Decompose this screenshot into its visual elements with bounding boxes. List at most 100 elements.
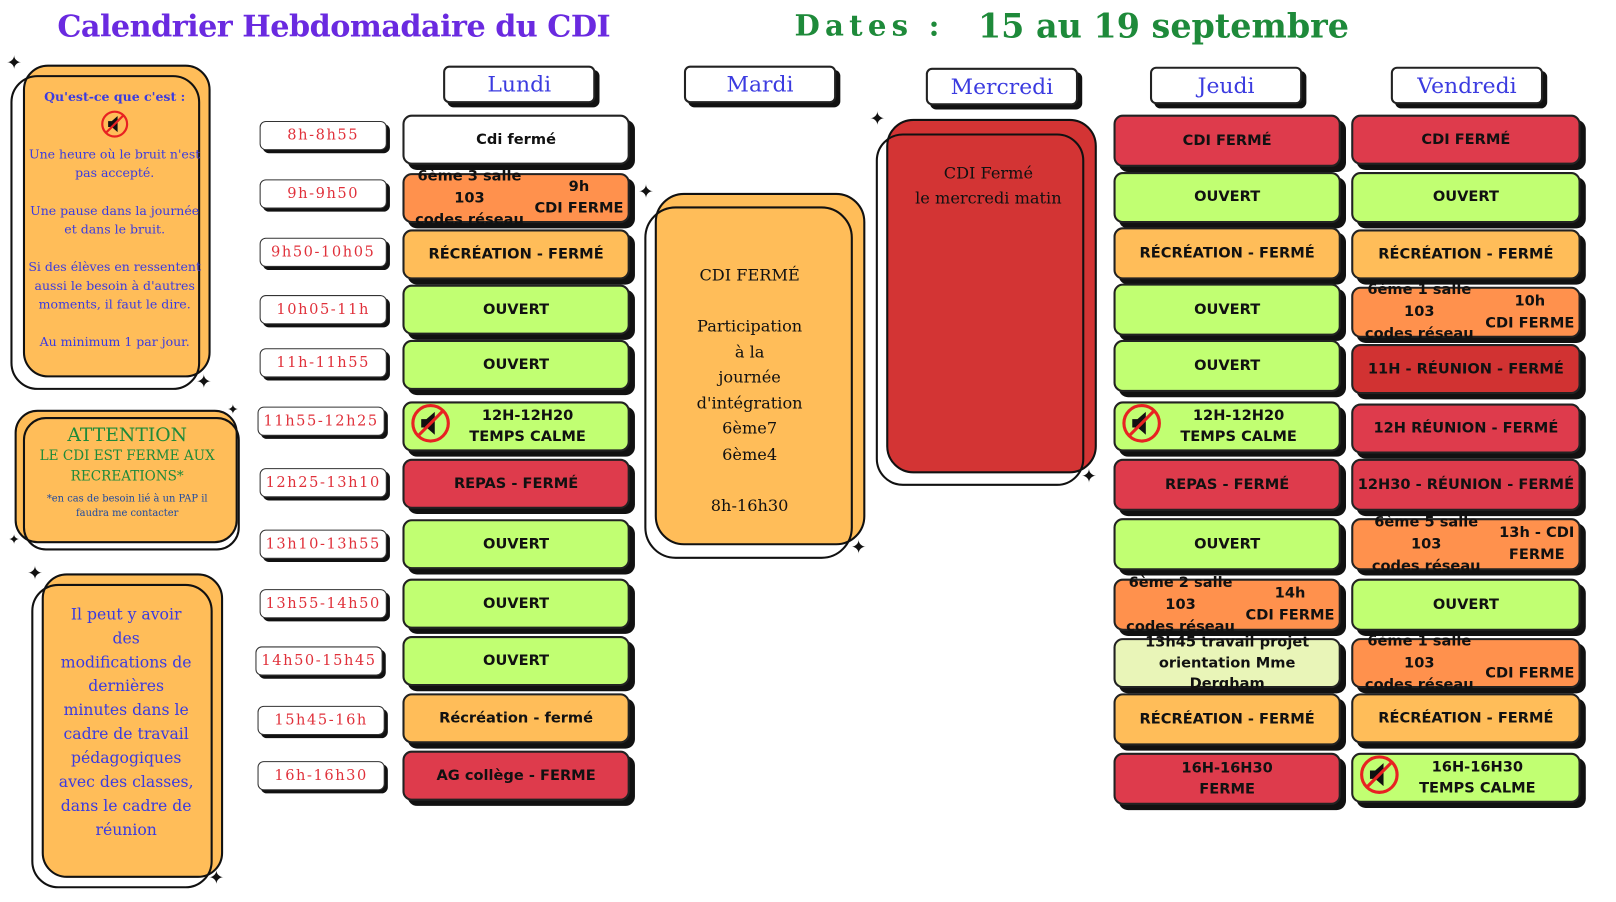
- attention-box-background: [14, 409, 238, 544]
- timeslot-label: 9h50-10h05: [259, 237, 387, 267]
- vendredi-slot-cell: OUVERT: [1351, 578, 1581, 631]
- calm-box-heading: Qu'est-ce que c'est :: [44, 89, 186, 105]
- cell-label: CDI FERMÉ: [1421, 131, 1511, 148]
- vendredi-slot-cell: RÉCRÉATION - FERMÉ: [1351, 229, 1581, 280]
- no-noise-icon: [23, 109, 206, 142]
- timeslot-label: 14h50-15h45: [255, 646, 383, 676]
- day-header-vendredi: Vendredi: [1390, 66, 1544, 105]
- vendredi-slot-cell: 16H-16H30 TEMPS CALME: [1351, 752, 1581, 803]
- attention-box-outline: [22, 417, 240, 551]
- jeudi-slot-cell: OUVERT: [1113, 339, 1341, 393]
- sparkle-icon: ✦: [850, 536, 867, 559]
- cell-label: REPAS - FERMÉ: [1164, 476, 1290, 493]
- vendredi-slot-cell: 12H30 - RÉUNION - FERMÉ: [1351, 458, 1581, 511]
- cell-label: 12H RÉUNION - FERMÉ: [1373, 420, 1559, 437]
- timeslot-label: 9h-9h50: [259, 179, 387, 209]
- vendredi-slot-cell: CDI FERMÉ: [1351, 114, 1581, 165]
- calm-box-text-1: Une heure où le bruit n'est pas accepté.: [29, 147, 201, 181]
- jeudi-slot-cell: OUVERT: [1113, 172, 1341, 224]
- attention-heading: ATTENTION: [67, 424, 188, 447]
- lundi-slot-cell: Récréation - fermé: [402, 693, 630, 744]
- lundi-slot-cell: OUVERT: [402, 578, 630, 629]
- timeslot-label: 11h55-12h25: [257, 406, 385, 436]
- vendredi-slot-cell: 6ème 1 salle 103 codes réseau CDI FERME: [1351, 632, 1581, 693]
- mercredi-block-background: [886, 118, 1097, 474]
- jeudi-slot-cell: RÉCRÉATION - FERMÉ: [1113, 693, 1341, 746]
- cell-label: RÉCRÉATION - FERMÉ: [1378, 709, 1554, 727]
- cell-label: OUVERT: [483, 356, 550, 374]
- notice-text: Il peut y avoir des modifications de der…: [58, 604, 194, 840]
- cell-class-info: 6ème 3 salle 103 codes réseau: [415, 167, 524, 228]
- cell-label: OUVERT: [1194, 189, 1261, 206]
- calm-box-outline: [10, 75, 201, 390]
- jeudi-slot-cell: 13h45 travail projet orientation Mme Der…: [1113, 633, 1341, 692]
- cell-label: 11H - RÉUNION - FERMÉ: [1367, 360, 1564, 378]
- sparkle-icon: ✦: [208, 867, 225, 890]
- timeslot-label: 12h25-13h10: [259, 468, 387, 498]
- vendredi-slot-cell: OUVERT: [1351, 172, 1581, 224]
- jeudi-slot-cell: OUVERT: [1113, 518, 1341, 571]
- cell-label: 16H-16H30 FERME: [1181, 759, 1273, 798]
- sparkle-icon: ✦: [27, 563, 43, 585]
- vendredi-slot-cell: 12H RÉUNION - FERMÉ: [1351, 403, 1581, 454]
- cell-label: Cdi fermé: [476, 131, 556, 148]
- cell-label: 16H-16H30 TEMPS CALME: [1419, 758, 1536, 797]
- cell-time-status: 10h CDI FERME: [1485, 292, 1575, 332]
- timeslot-label: 13h55-14h50: [259, 589, 387, 619]
- day-header-lundi: Lundi: [443, 65, 596, 104]
- cell-label: OUVERT: [1432, 189, 1499, 206]
- cell-label: OUVERT: [483, 535, 550, 553]
- jeudi-slot-cell: CDI FERMÉ: [1113, 114, 1341, 167]
- calm-box: Qu'est-ce que c'est : Une heure où le br…: [23, 90, 206, 352]
- calm-box-text-3: Si des élèves en ressentent aussi le bes…: [28, 259, 202, 312]
- timeslot-label: 16h-16h30: [257, 761, 385, 791]
- cell-label: OUVERT: [1194, 535, 1261, 553]
- no-noise-icon: [1357, 754, 1401, 802]
- no-noise-icon: [1120, 402, 1164, 450]
- cell-class-info: 6ème 1 salle 103 codes réseau: [1364, 281, 1474, 342]
- mardi-block-text: CDI FERMÉ Participation à la journée d'i…: [696, 265, 803, 515]
- jeudi-slot-cell: 16H-16H30 FERME: [1113, 752, 1341, 805]
- cell-label: OUVERT: [483, 301, 550, 318]
- jeudi-slot-cell: 12H-12H20 TEMPS CALME: [1113, 401, 1341, 452]
- lundi-slot-cell: RÉCRÉATION - FERMÉ: [402, 229, 630, 280]
- cell-label: RÉCRÉATION - FERMÉ: [428, 245, 604, 263]
- day-header-jeudi: Jeudi: [1149, 66, 1303, 105]
- cell-label: REPAS - FERMÉ: [453, 475, 579, 492]
- lundi-slot-cell: OUVERT: [402, 519, 630, 570]
- cell-label: RÉCRÉATION - FERMÉ: [1139, 710, 1315, 728]
- lundi-slot-cell: OUVERT: [402, 284, 630, 335]
- timeslot-label: 10h05-11h: [259, 295, 387, 325]
- sparkle-icon: ✦: [227, 402, 239, 419]
- notice-box-outline: [31, 583, 213, 889]
- lundi-slot-cell: OUVERT: [402, 339, 630, 390]
- mardi-block-outline: [644, 206, 853, 559]
- cell-label: 12H-12H20 TEMPS CALME: [469, 407, 586, 446]
- cell-label: OUVERT: [483, 652, 550, 670]
- cell-class-info: 6ème 2 salle 103 codes réseau: [1126, 573, 1235, 635]
- page-title: Calendrier Hebdomadaire du CDI: [57, 8, 611, 44]
- mercredi-block-text: CDI Fermé le mercredi matin: [915, 163, 1062, 208]
- cell-class-info: 6ème 5 salle 103 codes réseau: [1371, 513, 1481, 574]
- timeslot-label: 11h-11h55: [259, 348, 387, 378]
- sparkle-icon: ✦: [196, 371, 212, 394]
- mercredi-block-outline: [875, 133, 1085, 486]
- cell-label: RÉCRÉATION - FERMÉ: [1139, 244, 1315, 262]
- timeslot-label: 8h-8h55: [259, 120, 387, 151]
- cell-time-status: CDI FERME: [1485, 665, 1575, 682]
- dates-label: Dates :: [794, 8, 945, 43]
- lundi-slot-cell: Cdi fermé: [402, 114, 630, 165]
- cell-label: OUVERT: [1432, 596, 1499, 613]
- sparkle-icon: ✦: [869, 108, 886, 131]
- cell-label: OUVERT: [1194, 357, 1261, 375]
- day-header-mardi: Mardi: [683, 65, 837, 104]
- cell-label: 12H-12H20 TEMPS CALME: [1180, 407, 1297, 446]
- cell-time-status: 9h CDI FERME: [534, 178, 624, 217]
- cell-time-status: 14h CDI FERME: [1245, 584, 1335, 624]
- cell-label: AG collège - FERME: [436, 767, 596, 784]
- day-header-mercredi: Mercredi: [925, 67, 1079, 106]
- calm-box-text-2: Une pause dans la journée et dans le bru…: [30, 203, 200, 237]
- jeudi-slot-cell: REPAS - FERMÉ: [1113, 458, 1341, 511]
